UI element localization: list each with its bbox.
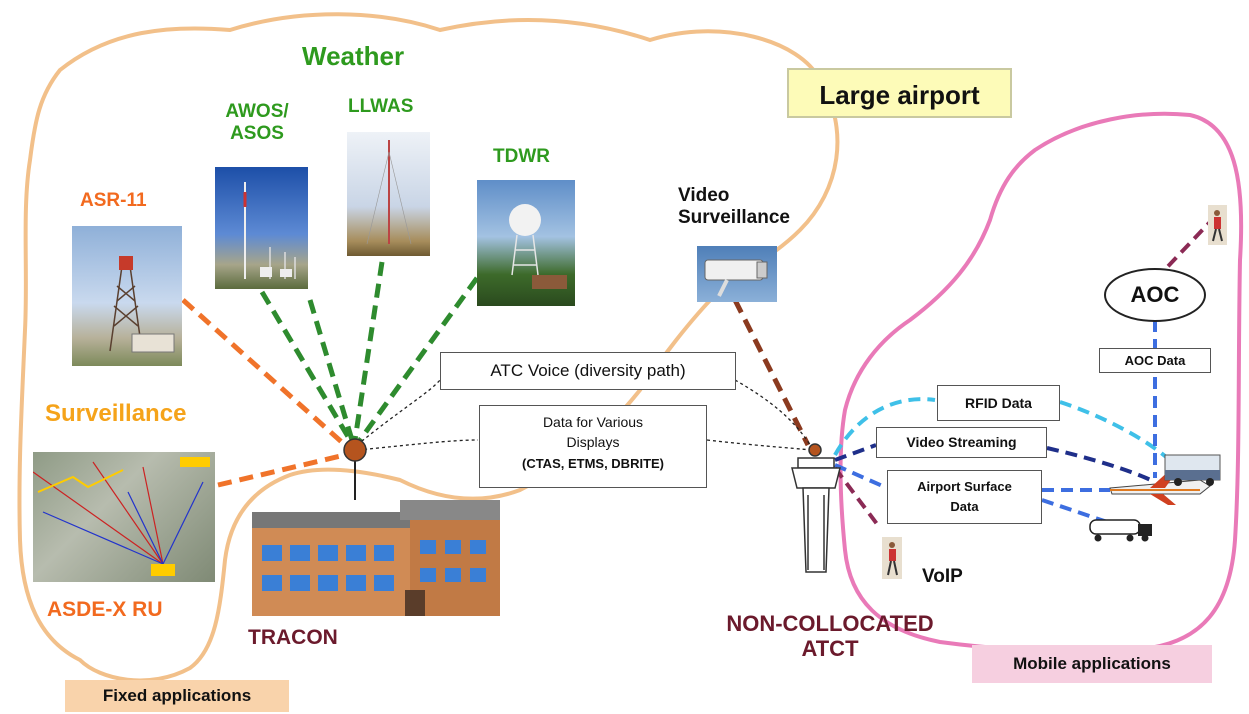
tanker-truck-icon <box>1089 519 1152 542</box>
pedestrian-photo-top <box>1208 205 1227 245</box>
tracon-building <box>252 500 502 620</box>
airport-surface-data-box: Airport Surface Data <box>887 470 1042 524</box>
llwas-label: LLWAS <box>348 96 414 117</box>
fixed-applications-label: Fixed applications <box>65 680 289 712</box>
weather-heading: Weather <box>302 41 405 71</box>
data-displays-line3: (CTAS, ETMS, DBRITE) <box>521 456 665 471</box>
awos-line: AWOS/ <box>225 101 289 122</box>
asr-11-photo <box>72 226 182 366</box>
aoc-label: AOC <box>1130 282 1180 307</box>
video-line: Video <box>678 185 730 206</box>
tracon-label: TRACON <box>248 626 338 649</box>
aoc-data-box: AOC Data <box>1099 348 1211 373</box>
rfid-data-box: RFID Data <box>937 385 1060 421</box>
voip-label: VoIP <box>922 566 963 587</box>
data-displays-box: Data for Various Displays (CTAS, ETMS, D… <box>479 405 707 488</box>
surveillance-links <box>181 298 347 488</box>
video-surveillance-label: Video Surveillance <box>678 185 790 229</box>
data-displays-line1: Data for Various <box>542 414 644 430</box>
fixed-applications-boundary <box>17 12 840 683</box>
airport-surface-line: Airport Surface <box>917 479 1012 494</box>
non-collocated-line: NON-COLLOCATED <box>726 611 934 636</box>
video-camera-photo <box>697 246 777 302</box>
data-displays-line2: Displays <box>566 434 620 450</box>
awos-asos-label: AWOS/ ASOS <box>207 101 307 145</box>
mobile-applications-label: Mobile applications <box>972 645 1212 683</box>
aoc-ellipse <box>1104 268 1206 322</box>
asde-x-photo <box>33 452 215 582</box>
atc-links <box>356 379 813 451</box>
large-airport-title: Large airport <box>787 68 1012 118</box>
asos-line: ASOS <box>230 122 284 144</box>
tdwr-label: TDWR <box>493 146 550 167</box>
awos-asos-photo <box>215 167 308 289</box>
atct-label: NON-COLLOCATED ATCT <box>695 611 965 662</box>
surveillance-line: Surveillance <box>678 206 790 228</box>
tdwr-photo <box>477 180 575 306</box>
video-link <box>732 298 811 447</box>
asr-11-label: ASR-11 <box>80 190 147 211</box>
pedestrian-photo-voip <box>882 537 902 579</box>
atct-tower <box>791 443 841 573</box>
surface-data-line: Data <box>950 499 979 514</box>
atct-line: ATCT <box>801 636 859 662</box>
service-truck-icon <box>1164 454 1221 486</box>
weather-links <box>259 261 480 442</box>
asde-x-label: ASDE-X RU <box>47 598 163 621</box>
surveillance-label: Surveillance <box>45 400 187 427</box>
atc-voice-box: ATC Voice (diversity path) <box>440 352 736 390</box>
llwas-photo <box>347 132 430 256</box>
tracon-hub <box>343 438 367 462</box>
video-streaming-box: Video Streaming <box>876 427 1047 458</box>
